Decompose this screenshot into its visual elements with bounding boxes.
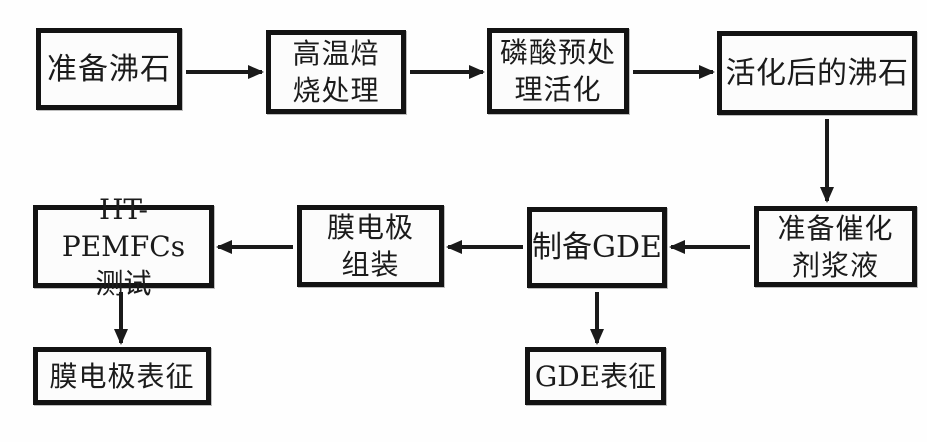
node-catalyst-slurry: 准备催化 剂浆液 [754, 206, 917, 287]
node-mea-assembly: 膜电极 组装 [297, 205, 444, 287]
node-acid-pretreat-activate: 磷酸预处 理活化 [487, 28, 629, 114]
node-mea-characterization: 膜电极表征 [33, 347, 211, 405]
node-calcination-treatment: 高温焙 烧处理 [266, 30, 406, 114]
node-prepare-zeolite: 准备沸石 [36, 28, 182, 110]
node-gde-characterization: GDE表征 [525, 347, 666, 405]
node-ht-pemfcs-test: HT-PEMFCs 测试 [33, 193, 214, 300]
node-activated-zeolite: 活化后的沸石 [717, 31, 917, 115]
node-prepare-gde: 制备GDE [527, 207, 667, 288]
